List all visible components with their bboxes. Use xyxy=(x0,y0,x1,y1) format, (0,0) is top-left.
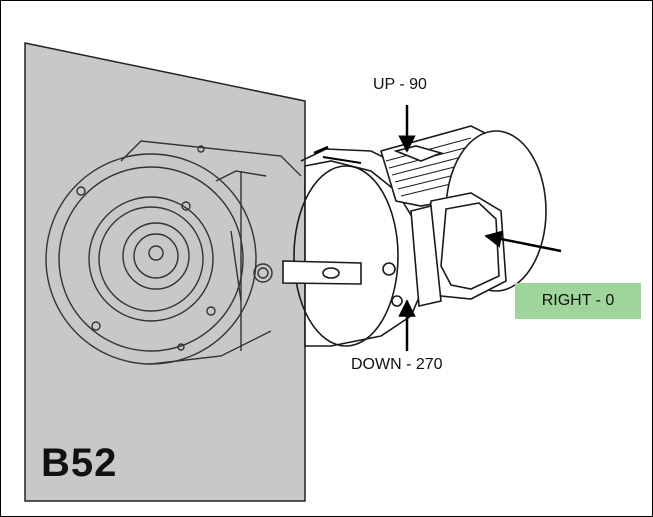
dash-mark xyxy=(313,145,329,155)
down-label: DOWN - 270 xyxy=(351,356,443,373)
diagram-code: B52 xyxy=(41,441,118,485)
reducer-flange xyxy=(45,140,302,365)
right-label-box xyxy=(515,283,641,319)
up-label: UP - 90 xyxy=(373,76,427,93)
right-label: RIGHT - 0 xyxy=(541,292,615,309)
reducer-body xyxy=(282,148,427,347)
dash-mark-2 xyxy=(322,156,362,164)
right-arrow xyxy=(484,230,562,253)
mounting-plate xyxy=(24,42,306,502)
